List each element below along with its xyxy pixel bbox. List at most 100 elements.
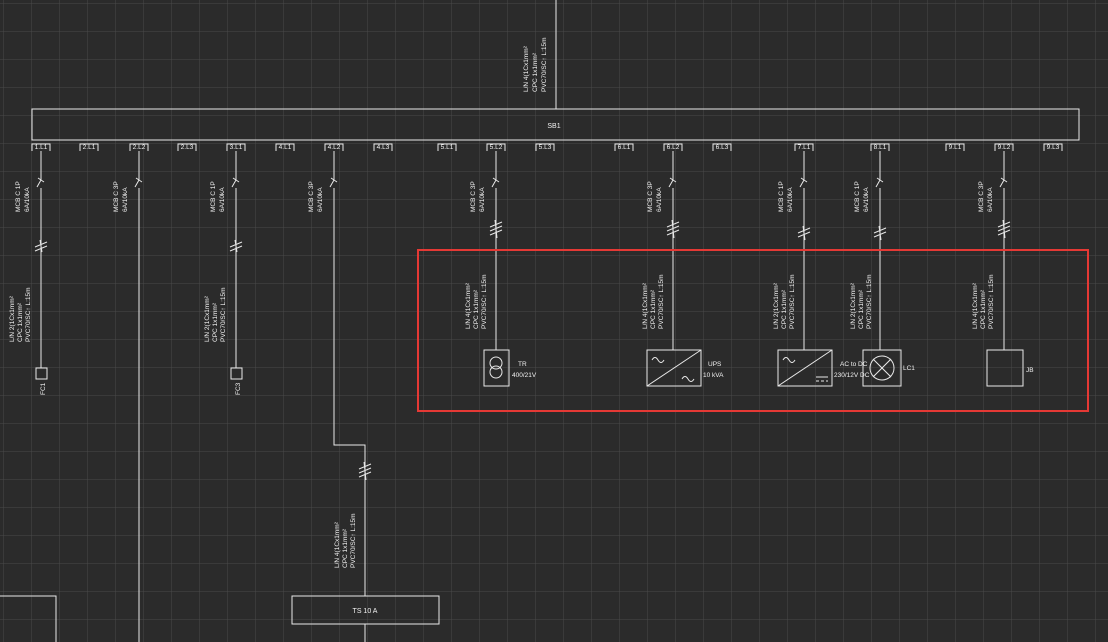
tap[interactable]: 3.L1: [226, 143, 246, 151]
breaker-type: MCB C 3P: [647, 181, 654, 212]
selection-highlight: [417, 249, 1089, 412]
cable-line-2: CPC 1x1mm²: [342, 528, 349, 568]
cable-line-1: L/N 2(1Cx1mm²: [204, 295, 211, 342]
breaker-type: MCB C 1P: [210, 181, 217, 212]
load-acdc-rating: 230/12V DC: [834, 372, 870, 379]
fuse-connection-unit[interactable]: [230, 367, 243, 380]
ups-icon[interactable]: [646, 349, 702, 387]
tap[interactable]: 7.L1: [794, 143, 814, 151]
cable-line-1: L/N 4(1Cx1mm²: [642, 282, 649, 329]
breaker-rating: 6A/10kA: [122, 187, 129, 212]
tap[interactable]: 6.L3: [712, 143, 732, 151]
svg-text:L/N 2(1Cx1mm²CPC 1x1mm²PVC70: L/N 2(1Cx1mm²CPC 1x1mm²PVC70/SC↑ L:15m: [773, 274, 796, 329]
tap[interactable]: 6.L2: [663, 143, 683, 151]
cable-line-1: L/N 4(1Cx1mm²: [972, 282, 979, 329]
cable-line-3: PVC70/SC↑ L:15m: [789, 274, 796, 329]
junction-box-icon[interactable]: [986, 349, 1024, 387]
svg-text:L/N 4(1Cx1mm²CPC 1x1mm²PVC70: L/N 4(1Cx1mm²CPC 1x1mm²PVC70/SC↑ L:15m: [334, 513, 357, 568]
cable-line-2: CPC 1x1mm²: [473, 289, 480, 329]
tap[interactable]: 8.L1: [870, 143, 890, 151]
partial-board-outline: [0, 595, 57, 642]
load-ts-label: TS 10 A: [353, 608, 378, 615]
tap-label: 4.L1: [279, 144, 292, 151]
tap-label: 1.L1: [35, 144, 48, 151]
svg-text:L/N 4(1Cx1mm²CPC 1x1mm²PVC70: L/N 4(1Cx1mm²CPC 1x1mm²PVC70/SC↑ L:15m: [465, 274, 488, 329]
load-acdc-name: AC to DC: [840, 361, 868, 368]
cable-line-3: PVC70/SC↑ L:15m: [25, 287, 32, 342]
cable-line-3: PVC70/SC↑ L:15m: [220, 287, 227, 342]
transformer-icon[interactable]: [483, 349, 510, 387]
incoming-cable-line-3: PVC70/SC↑ L:15m: [541, 37, 548, 92]
lamp-icon[interactable]: [862, 349, 902, 387]
tap-label: 4.L3: [377, 144, 390, 151]
tap-label: 5.L1: [441, 144, 454, 151]
busbar-label: SB1: [547, 123, 560, 130]
svg-text:L/N 2(1Cx1mm²CPC 1x1mm²PVC70: L/N 2(1Cx1mm²CPC 1x1mm²PVC70/SC↑ L:15m: [9, 287, 32, 342]
breaker-rating: 6A/10kA: [219, 187, 226, 212]
load-jb-label: JB: [1026, 367, 1034, 374]
tap[interactable]: 2.L3: [177, 143, 197, 151]
tap[interactable]: 2.L1: [79, 143, 99, 151]
cable-line-3: PVC70/SC↑ L:15m: [988, 274, 995, 329]
load-ups-rating: 10 kVA: [703, 372, 724, 379]
cable-line-1: L/N 4(1Cx1mm²: [334, 521, 341, 568]
tap-label: 9.L3: [1047, 144, 1060, 151]
breaker-type: MCB C 1P: [854, 181, 861, 212]
svg-text:L/N 4(1Cx1mm²CPC 1x1mm²PVC70: L/N 4(1Cx1mm²CPC 1x1mm²PVC70/SC↑ L:15m: [642, 274, 665, 329]
cable-line-2: CPC 1x1mm²: [980, 289, 987, 329]
breaker-type: MCB C 3P: [308, 181, 315, 212]
tap-label: 9.L1: [949, 144, 962, 151]
breaker-type: MCB C 3P: [978, 181, 985, 212]
tap[interactable]: 1.L1: [31, 143, 51, 151]
tap[interactable]: 9.L2: [994, 143, 1014, 151]
busbar-sb1[interactable]: SB1: [31, 108, 1080, 141]
cable-line-3: PVC70/SC↑ L:15m: [866, 274, 873, 329]
tap[interactable]: 4.L1: [275, 143, 295, 151]
tap[interactable]: 2.L2: [129, 143, 149, 151]
cable-line-1: L/N 4(1Cx1mm²: [465, 282, 472, 329]
load-tr-name: TR: [518, 361, 527, 368]
cable-line-2: CPC 1x1mm²: [781, 289, 788, 329]
tap-label: 5.L3: [539, 144, 552, 151]
breaker-type: MCB C 3P: [470, 181, 477, 212]
tap[interactable]: 9.L3: [1043, 143, 1063, 151]
tap-label: 8.L1: [874, 144, 887, 151]
tap[interactable]: 4.L2: [324, 143, 344, 151]
breaker-rating: 6A/10kA: [863, 187, 870, 212]
cable-line-1: L/N 2(1Cx1mm²: [850, 282, 857, 329]
rectifier-icon[interactable]: [777, 349, 833, 387]
incoming-cable-line-1: L/N 4(1Cx1mm²: [523, 45, 530, 92]
load-fc3-label: FC3: [235, 382, 242, 395]
tap[interactable]: 5.L2: [486, 143, 506, 151]
tap[interactable]: 5.L3: [535, 143, 555, 151]
breaker-type: MCB C 3P: [113, 181, 120, 212]
cable-line-3: PVC70/SC↑ L:15m: [481, 274, 488, 329]
tap[interactable]: 5.L1: [437, 143, 457, 151]
tap[interactable]: 4.L3: [373, 143, 393, 151]
tap[interactable]: 6.L1: [614, 143, 634, 151]
tap-label: 4.L2: [328, 144, 341, 151]
tap[interactable]: 9.L1: [945, 143, 965, 151]
breaker-rating: 6A/10kA: [24, 187, 31, 212]
tap-label: 6.L1: [618, 144, 631, 151]
fuse-connection-unit[interactable]: [35, 367, 48, 380]
incoming-cable-line-2: CPC 1x1mm²: [532, 52, 539, 92]
